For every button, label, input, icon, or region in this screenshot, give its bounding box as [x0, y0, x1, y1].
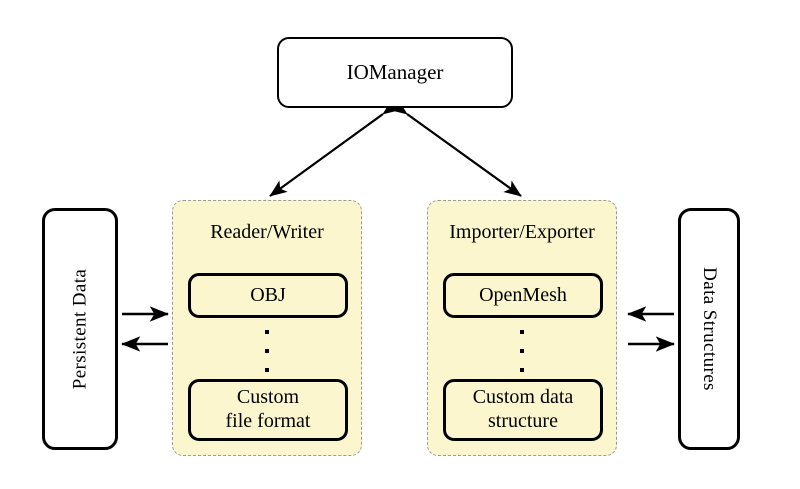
importer-exporter-item-openmesh-label: OpenMesh — [479, 283, 567, 306]
importer-exporter-item-openmesh[interactable]: OpenMesh — [443, 273, 603, 318]
panel-importer-exporter-title: Importer/Exporter — [449, 221, 595, 243]
panel-importer-exporter[interactable]: Importer/Exporter OpenMesh Custom data s… — [427, 200, 617, 456]
iomanager-box[interactable]: IOManager — [277, 37, 513, 108]
importer-exporter-item-custom-line2: structure — [488, 410, 558, 432]
reader-writer-item-custom-line1: Custom — [236, 386, 300, 409]
data-structures-label: Data Structures — [699, 267, 720, 391]
importer-exporter-item-custom-line1: Custom data — [472, 386, 574, 409]
persistent-data-label: Persistent Data — [69, 268, 91, 390]
reader-writer-item-custom-line2: file format — [225, 410, 311, 432]
importer-exporter-item-custom-data-structure[interactable]: Custom data structure — [443, 379, 603, 441]
reader-writer-item-obj[interactable]: OBJ — [188, 273, 348, 318]
panel-reader-writer-title: Reader/Writer — [210, 221, 324, 243]
arrow-iomanager-importer-exporter — [389, 98, 522, 197]
persistent-data-box[interactable]: Persistent Data — [42, 208, 118, 450]
data-structures-box[interactable]: Data Structures — [678, 208, 740, 450]
iomanager-label: IOManager — [346, 60, 444, 84]
reader-writer-item-custom-file-format[interactable]: Custom file format — [188, 379, 348, 441]
importer-exporter-ellipsis-icon — [428, 330, 616, 372]
reader-writer-item-obj-label: OBJ — [250, 283, 286, 306]
panel-reader-writer[interactable]: Reader/Writer OBJ Custom file format — [172, 200, 362, 456]
arrow-iomanager-reader-writer — [269, 98, 401, 197]
reader-writer-ellipsis-icon — [173, 330, 361, 372]
